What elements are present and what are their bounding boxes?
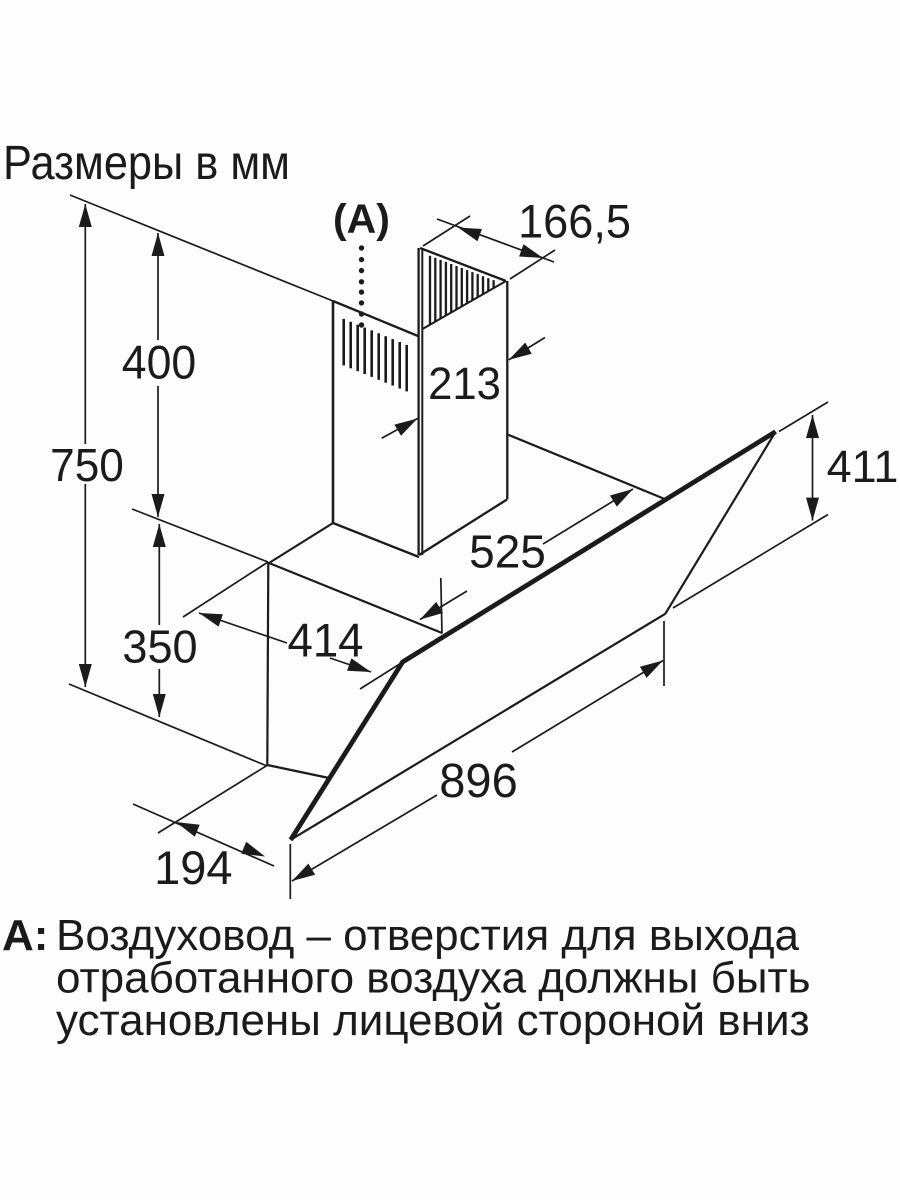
svg-text:Размеры в мм: Размеры в мм — [3, 137, 290, 190]
svg-text:отработанного воздуха должны б: отработанного воздуха должны быть — [56, 953, 811, 1002]
svg-text:411: 411 — [827, 441, 899, 492]
svg-text:213: 213 — [428, 360, 501, 410]
svg-text:194: 194 — [154, 841, 232, 894]
svg-text:750: 750 — [50, 439, 124, 491]
svg-text:896: 896 — [439, 755, 517, 809]
svg-text:400: 400 — [122, 336, 196, 388]
svg-text:А:: А: — [2, 911, 48, 960]
svg-text:(A): (A) — [333, 196, 390, 242]
svg-text:414: 414 — [287, 614, 363, 667]
svg-text:Воздуховод – отверстия для вых: Воздуховод – отверстия для выхода — [56, 911, 800, 960]
svg-text:350: 350 — [122, 621, 197, 673]
svg-text:525: 525 — [469, 526, 546, 578]
svg-text:166,5: 166,5 — [518, 194, 631, 247]
svg-text:установлены лицевой стороной в: установлены лицевой стороной вниз — [56, 996, 810, 1045]
